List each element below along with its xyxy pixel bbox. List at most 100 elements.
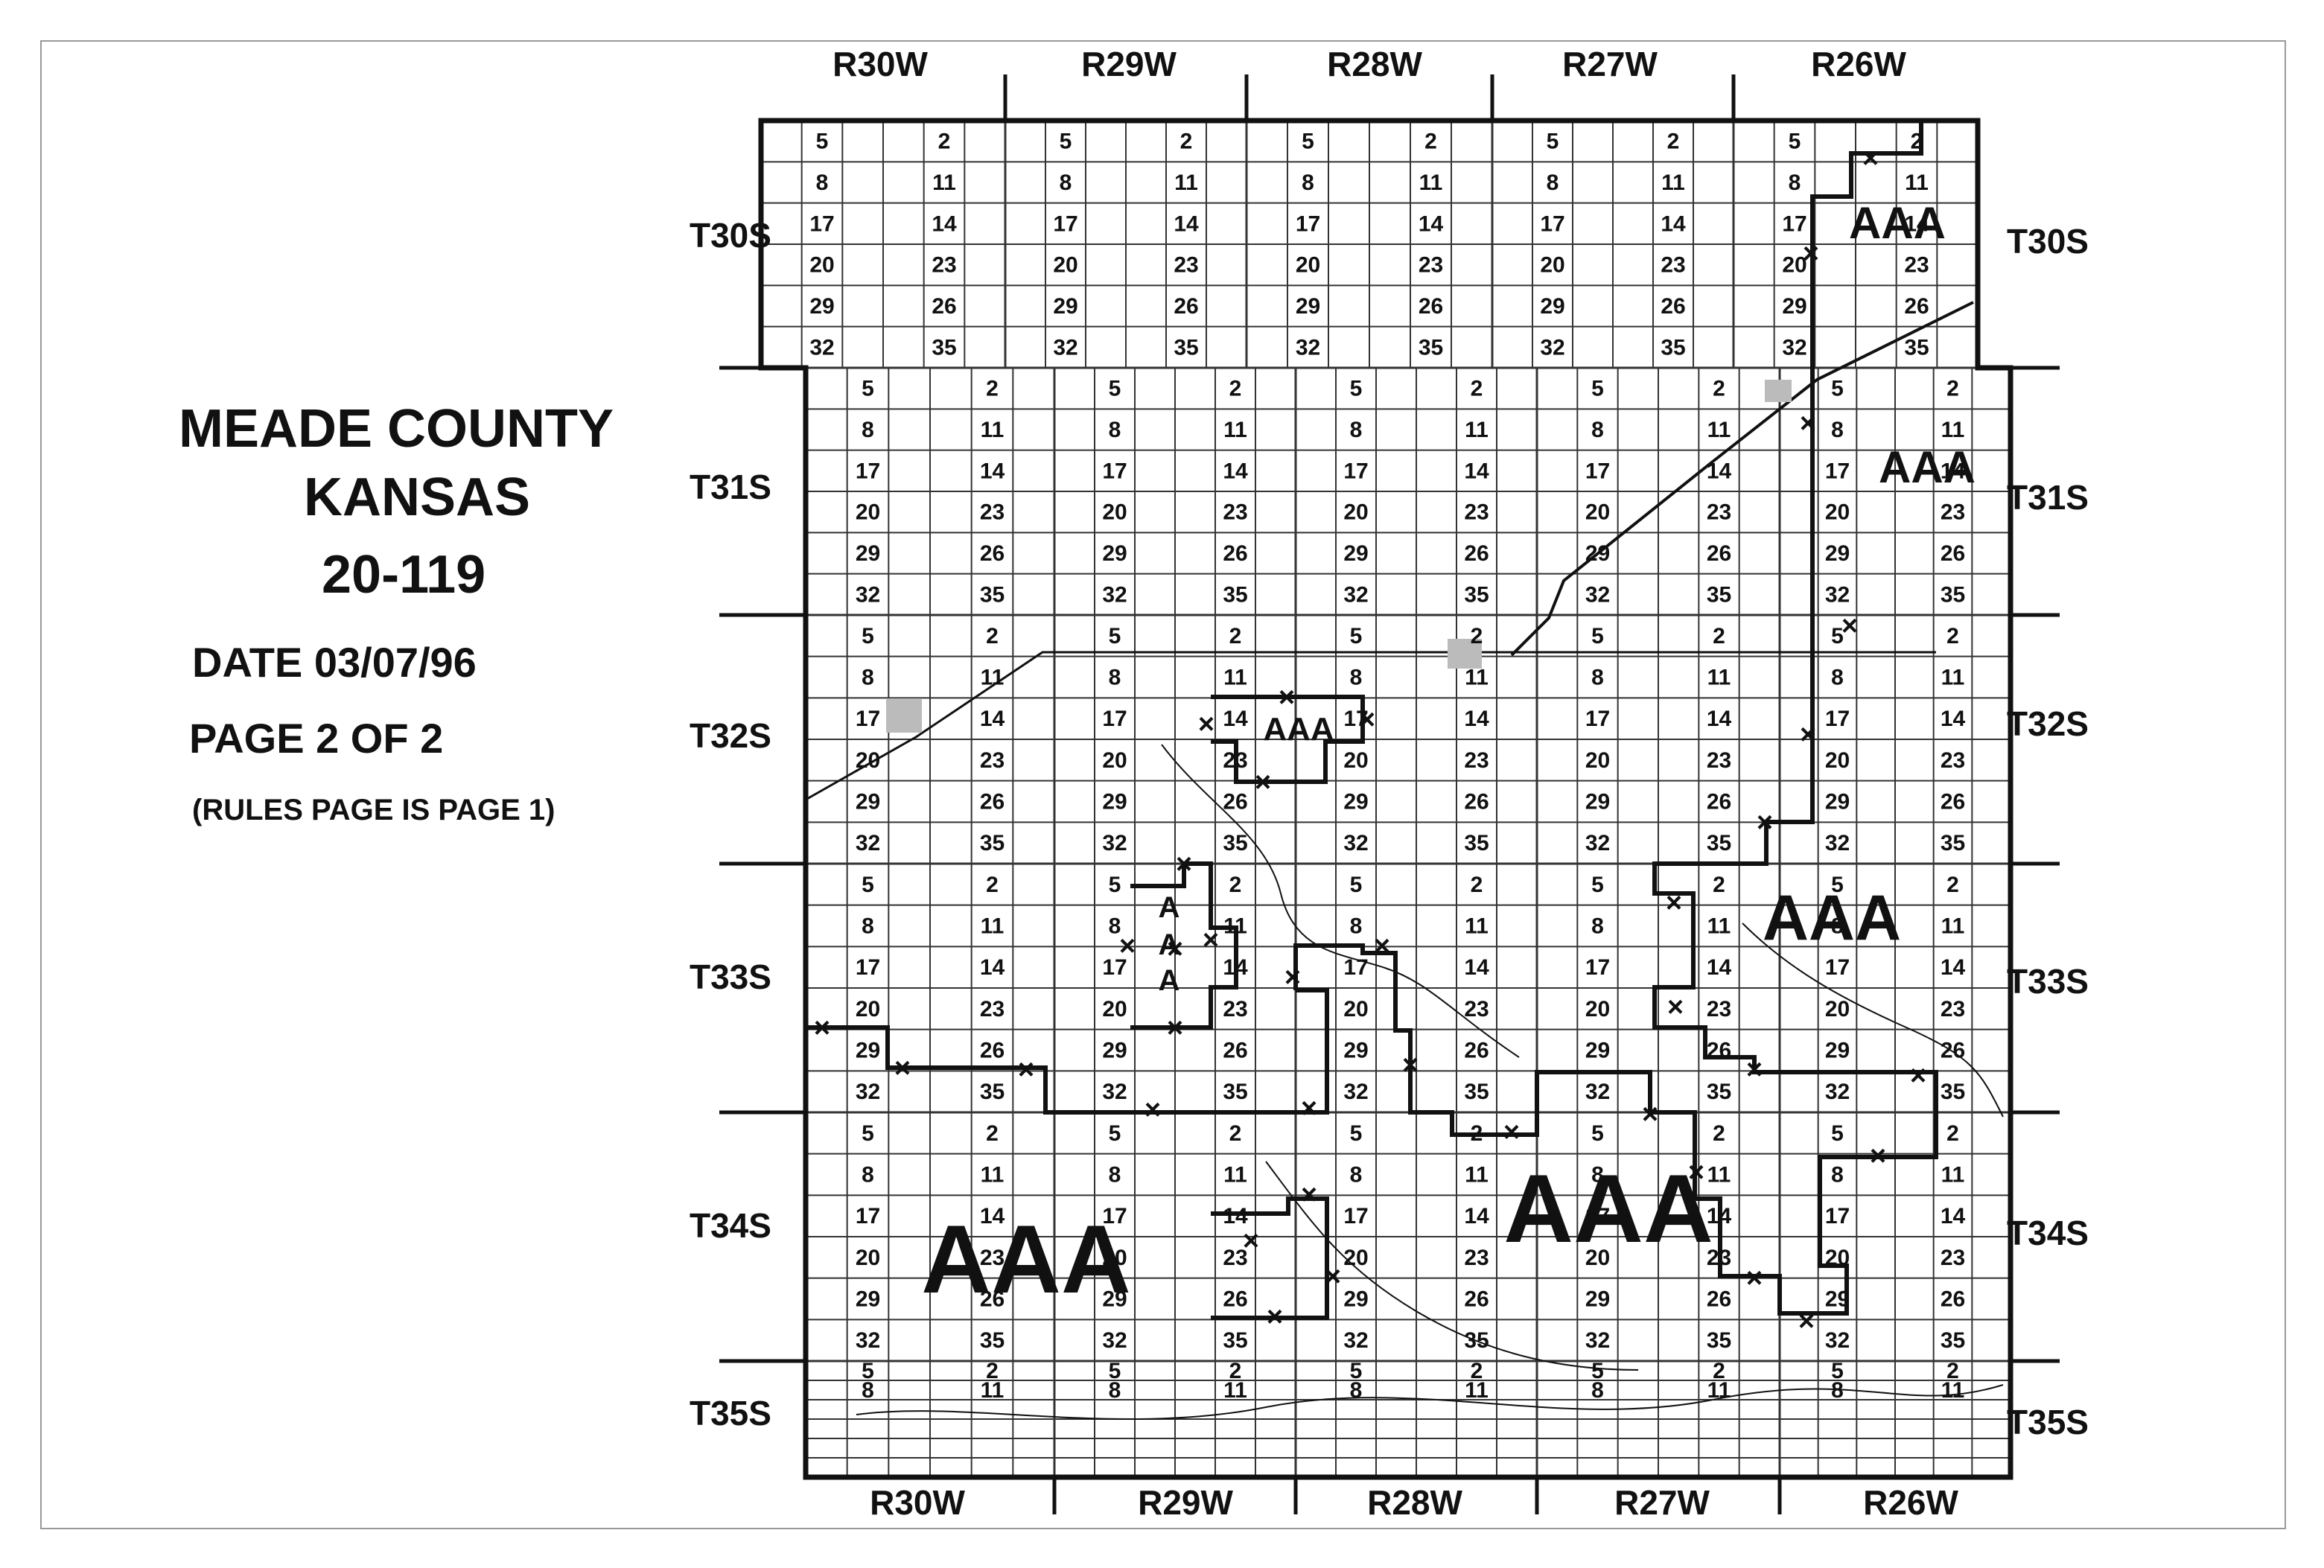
section-number: 5 — [1109, 377, 1121, 401]
zone-boundary — [1211, 1196, 1329, 1320]
section-number: 14 — [1464, 459, 1489, 483]
section-number: 20 — [1296, 253, 1320, 278]
section-number: 26 — [1904, 294, 1929, 319]
section-number: 14 — [1941, 1204, 1966, 1228]
zone-label: AAA — [921, 1205, 1131, 1313]
section-number: 29 — [1540, 294, 1564, 319]
stream-line — [1742, 922, 2004, 1118]
stream-line — [856, 1384, 2004, 1421]
section-number: 26 — [1223, 790, 1247, 815]
section-number: 5 — [1109, 873, 1121, 897]
section-number: 8 — [1060, 170, 1072, 195]
section-number: 8 — [1109, 914, 1121, 939]
section-number: 8 — [1591, 1378, 1604, 1403]
section-number: 26 — [1223, 1287, 1247, 1312]
section-number: 11 — [1905, 170, 1929, 195]
zone-marker: × — [1667, 992, 1684, 1023]
section-number: 8 — [1350, 914, 1363, 939]
zone-marker: × — [1910, 1060, 1926, 1091]
section-number: 23 — [1707, 997, 1731, 1022]
section-number: 14 — [1904, 211, 1929, 236]
section-number: 8 — [1302, 170, 1314, 195]
section-number: 5 — [1591, 377, 1604, 401]
section-number: 23 — [980, 748, 1005, 773]
section-number: 11 — [1707, 418, 1731, 442]
zone-label: AAA — [1503, 1154, 1713, 1263]
section-number: 35 — [1174, 335, 1198, 360]
section-number: 5 — [862, 624, 874, 648]
section-number: 17 — [1296, 211, 1320, 236]
section-number: 17 — [1585, 1204, 1610, 1228]
zone-marker: × — [1803, 238, 1819, 270]
section-number: 2 — [1471, 624, 1483, 648]
section-number: 11 — [1941, 914, 1965, 939]
section-number: 5 — [1350, 1121, 1363, 1146]
section-number: 14 — [1223, 707, 1248, 731]
section-number: 17 — [1343, 1204, 1368, 1228]
section-number: 29 — [1343, 1287, 1368, 1312]
zone-marker: × — [1267, 1301, 1283, 1333]
section-number: 11 — [1465, 418, 1489, 442]
section-number: 11 — [1465, 1378, 1489, 1403]
section-number: 2 — [1946, 1359, 1959, 1383]
zone-boundary — [1130, 861, 1238, 1030]
section-number: 2 — [986, 1121, 999, 1146]
section-number: 11 — [1707, 1378, 1731, 1403]
zone-marker: × — [1374, 931, 1390, 962]
section-number: 35 — [1464, 1080, 1489, 1104]
section-number: 11 — [981, 1378, 1005, 1403]
section-number: 32 — [856, 582, 880, 607]
section-number: 2 — [1229, 873, 1242, 897]
section-number: 5 — [1831, 1359, 1844, 1383]
section-number: 5 — [1109, 1121, 1121, 1146]
zone-marker: × — [1301, 1179, 1317, 1211]
section-number: 5 — [862, 377, 874, 401]
section-number: 23 — [1419, 253, 1443, 278]
section-number: 8 — [1831, 1163, 1844, 1188]
section-number: 23 — [1464, 500, 1489, 525]
section-number: 11 — [1223, 914, 1247, 939]
section-number: 5 — [1060, 130, 1072, 154]
section-number: 14 — [1464, 707, 1489, 731]
section-number: 35 — [1707, 1080, 1731, 1104]
section-number: 29 — [1053, 294, 1077, 319]
section-number: 14 — [1223, 1204, 1248, 1228]
stream-line — [1265, 1161, 1639, 1371]
zone-marker: × — [1176, 849, 1192, 880]
section-number: 32 — [856, 831, 880, 855]
zone-marker: × — [1746, 1054, 1763, 1086]
section-number: 29 — [856, 790, 880, 815]
section-number: 17 — [1102, 707, 1127, 731]
section-number: 26 — [1223, 1039, 1247, 1063]
section-number: 32 — [1102, 1328, 1127, 1353]
zone-marker: × — [1841, 611, 1858, 642]
section-number: 29 — [1343, 1039, 1368, 1063]
section-number: 11 — [981, 914, 1005, 939]
zone-marker: × — [1862, 143, 1879, 174]
section-number: 14 — [1941, 955, 1966, 980]
section-number: 29 — [1102, 1039, 1127, 1063]
section-number: 29 — [856, 1039, 880, 1063]
section-number: 35 — [1941, 582, 1965, 607]
section-number: 26 — [1464, 1039, 1489, 1063]
section-number: 8 — [862, 1378, 874, 1403]
section-number: 35 — [1941, 1328, 1965, 1353]
map-frame — [40, 40, 2286, 1529]
map-date: DATE 03/07/96 — [192, 639, 477, 686]
section-number: 32 — [1102, 831, 1127, 855]
zone-marker: × — [894, 1053, 911, 1084]
section-number: 17 — [1102, 955, 1127, 980]
section-number: 11 — [932, 170, 956, 195]
section-number: 17 — [1585, 459, 1610, 483]
section-number: 32 — [1343, 582, 1368, 607]
section-number: 2 — [1229, 624, 1242, 648]
zone-marker: × — [1402, 1050, 1419, 1081]
section-number: 32 — [1585, 1080, 1610, 1104]
section-number: 29 — [1825, 1039, 1850, 1063]
county-name: MEADE COUNTY — [179, 399, 614, 459]
section-number: 20 — [809, 253, 834, 278]
section-number: 29 — [856, 541, 880, 566]
section-number: 5 — [1350, 1359, 1363, 1383]
section-number: 35 — [980, 1080, 1005, 1104]
